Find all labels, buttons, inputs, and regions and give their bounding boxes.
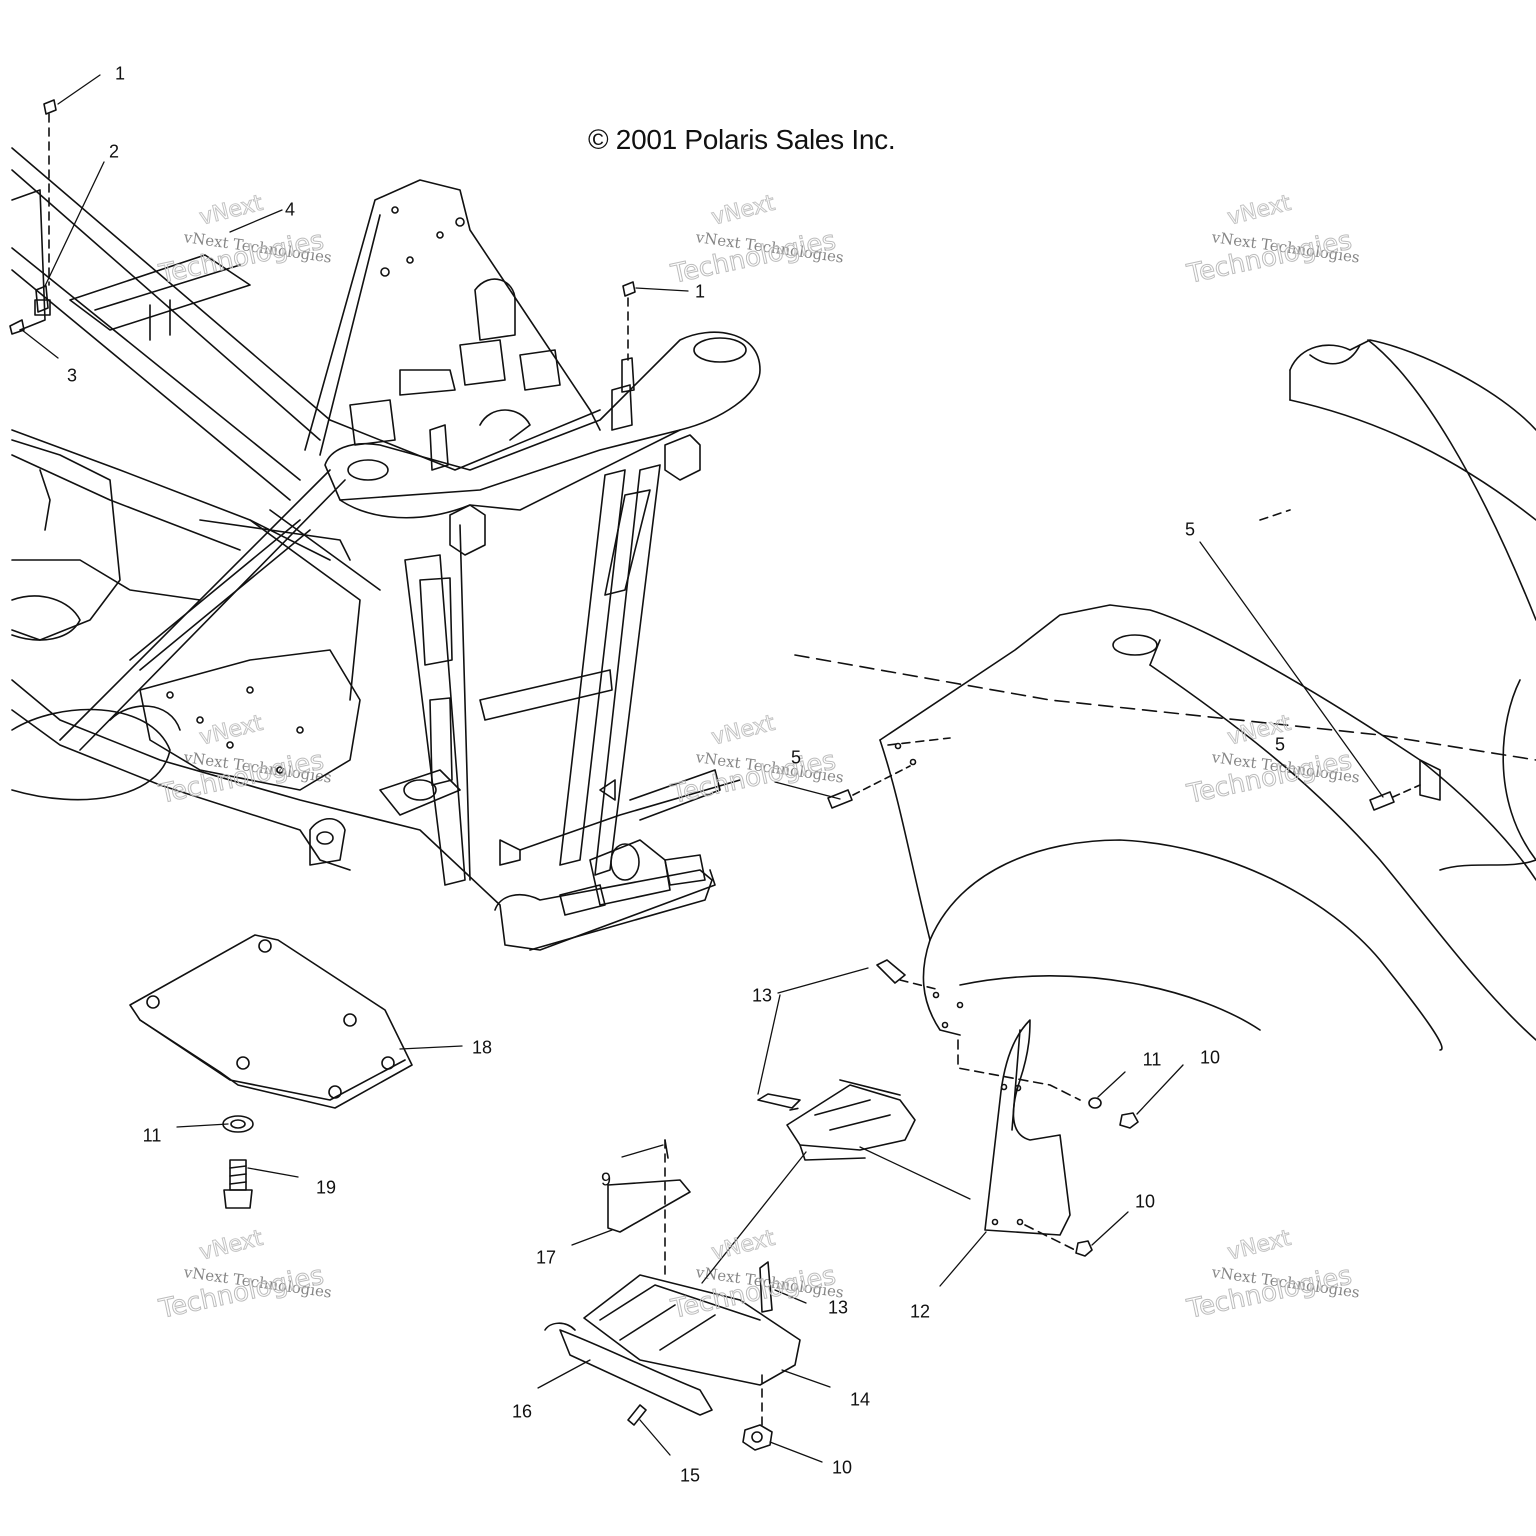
copyright-notice: © 2001 Polaris Sales Inc. (588, 124, 896, 155)
callout-13: 13 (751, 985, 773, 1006)
callout-5: 5 (790, 747, 802, 768)
callout-11: 11 (142, 1125, 162, 1146)
callout-1: 1 (694, 281, 706, 302)
callout-13: 13 (827, 1297, 849, 1318)
footrest-assembly (545, 960, 1138, 1450)
callout-12: 12 (909, 1301, 931, 1322)
callout-5: 5 (1184, 519, 1196, 540)
callout-9: 9 (600, 1169, 612, 1190)
callout-19: 19 (315, 1177, 337, 1198)
callout-17: 17 (535, 1247, 557, 1268)
callout-2: 2 (108, 141, 120, 162)
callout-3: 3 (66, 365, 78, 386)
mud-flap (958, 1020, 1080, 1250)
callout-14: 14 (849, 1389, 871, 1410)
frame-assembly (10, 100, 760, 950)
callout-5: 5 (1274, 734, 1286, 755)
callout-4: 4 (284, 199, 296, 220)
callout-11: 11 (1142, 1049, 1162, 1070)
leader-lines (22, 75, 1383, 1462)
callout-10: 10 (1134, 1191, 1156, 1212)
skid-plate (130, 935, 412, 1208)
callout-10: 10 (1199, 1047, 1221, 1068)
callout-1: 1 (114, 63, 126, 84)
callout-16: 16 (511, 1401, 533, 1422)
callout-15: 15 (679, 1465, 701, 1486)
callout-18: 18 (471, 1037, 493, 1058)
callout-10: 10 (831, 1457, 853, 1478)
front-fender-assembly (795, 340, 1536, 1050)
